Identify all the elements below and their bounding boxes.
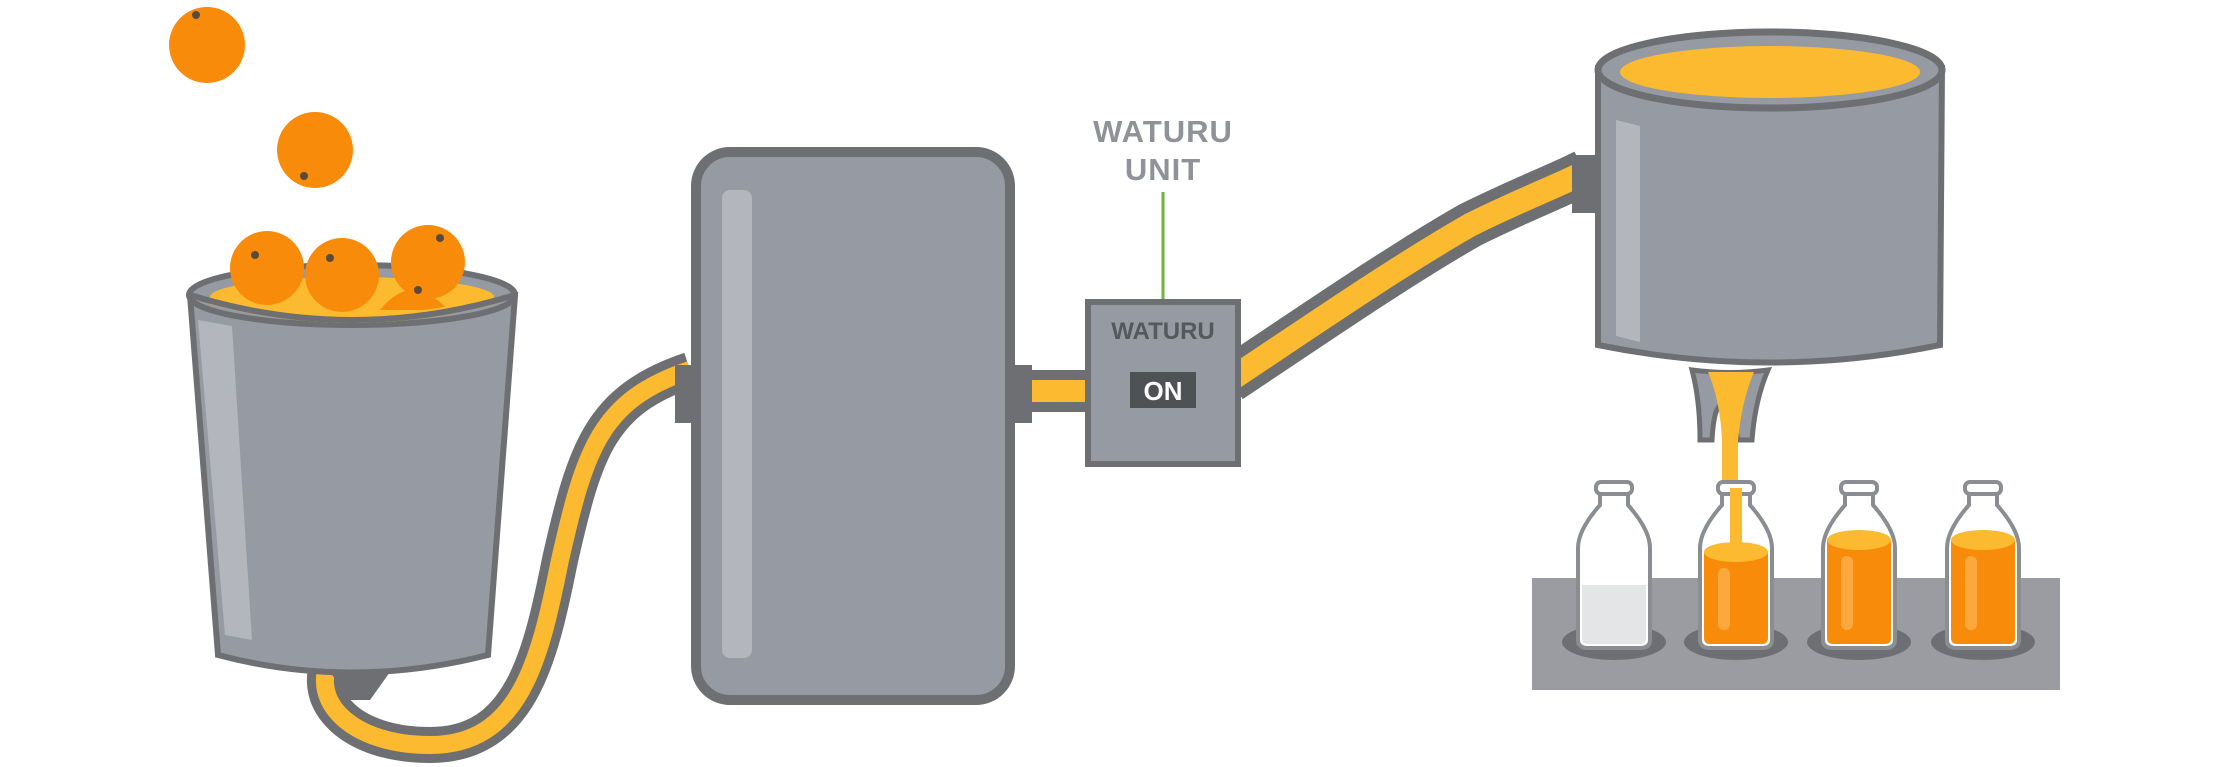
orange-icon (380, 286, 448, 310)
waturu-box-title: WATURU (1111, 318, 1215, 345)
unit-label-line1: WATURU (1093, 114, 1233, 149)
oranges-in-bucket (189, 225, 516, 323)
unit-label-line2: UNIT (1125, 152, 1201, 187)
fruit-bucket (186, 262, 519, 700)
pipe-bucket-to-tank (307, 352, 696, 764)
bottle-filling (1698, 480, 1774, 650)
falling-oranges (169, 7, 353, 188)
power-switch[interactable] (1130, 372, 1196, 408)
pipe-waturu-to-vat (1217, 151, 1596, 400)
filling-vat (1572, 28, 1946, 490)
bottle-full (1821, 480, 1897, 650)
bottle-full (1945, 480, 2021, 650)
processing-tank (675, 147, 1032, 705)
orange-icon (305, 238, 379, 312)
orange-icon (230, 231, 304, 305)
waturu-unit: WATURU UNIT WATURU ON (1085, 114, 1241, 467)
power-switch-label: ON (1144, 376, 1183, 406)
orange-icon (277, 112, 353, 188)
bottling-conveyor (1532, 480, 2060, 690)
orange-icon (391, 225, 465, 299)
orange-icon (169, 7, 245, 83)
bottle-empty (1576, 480, 1652, 650)
